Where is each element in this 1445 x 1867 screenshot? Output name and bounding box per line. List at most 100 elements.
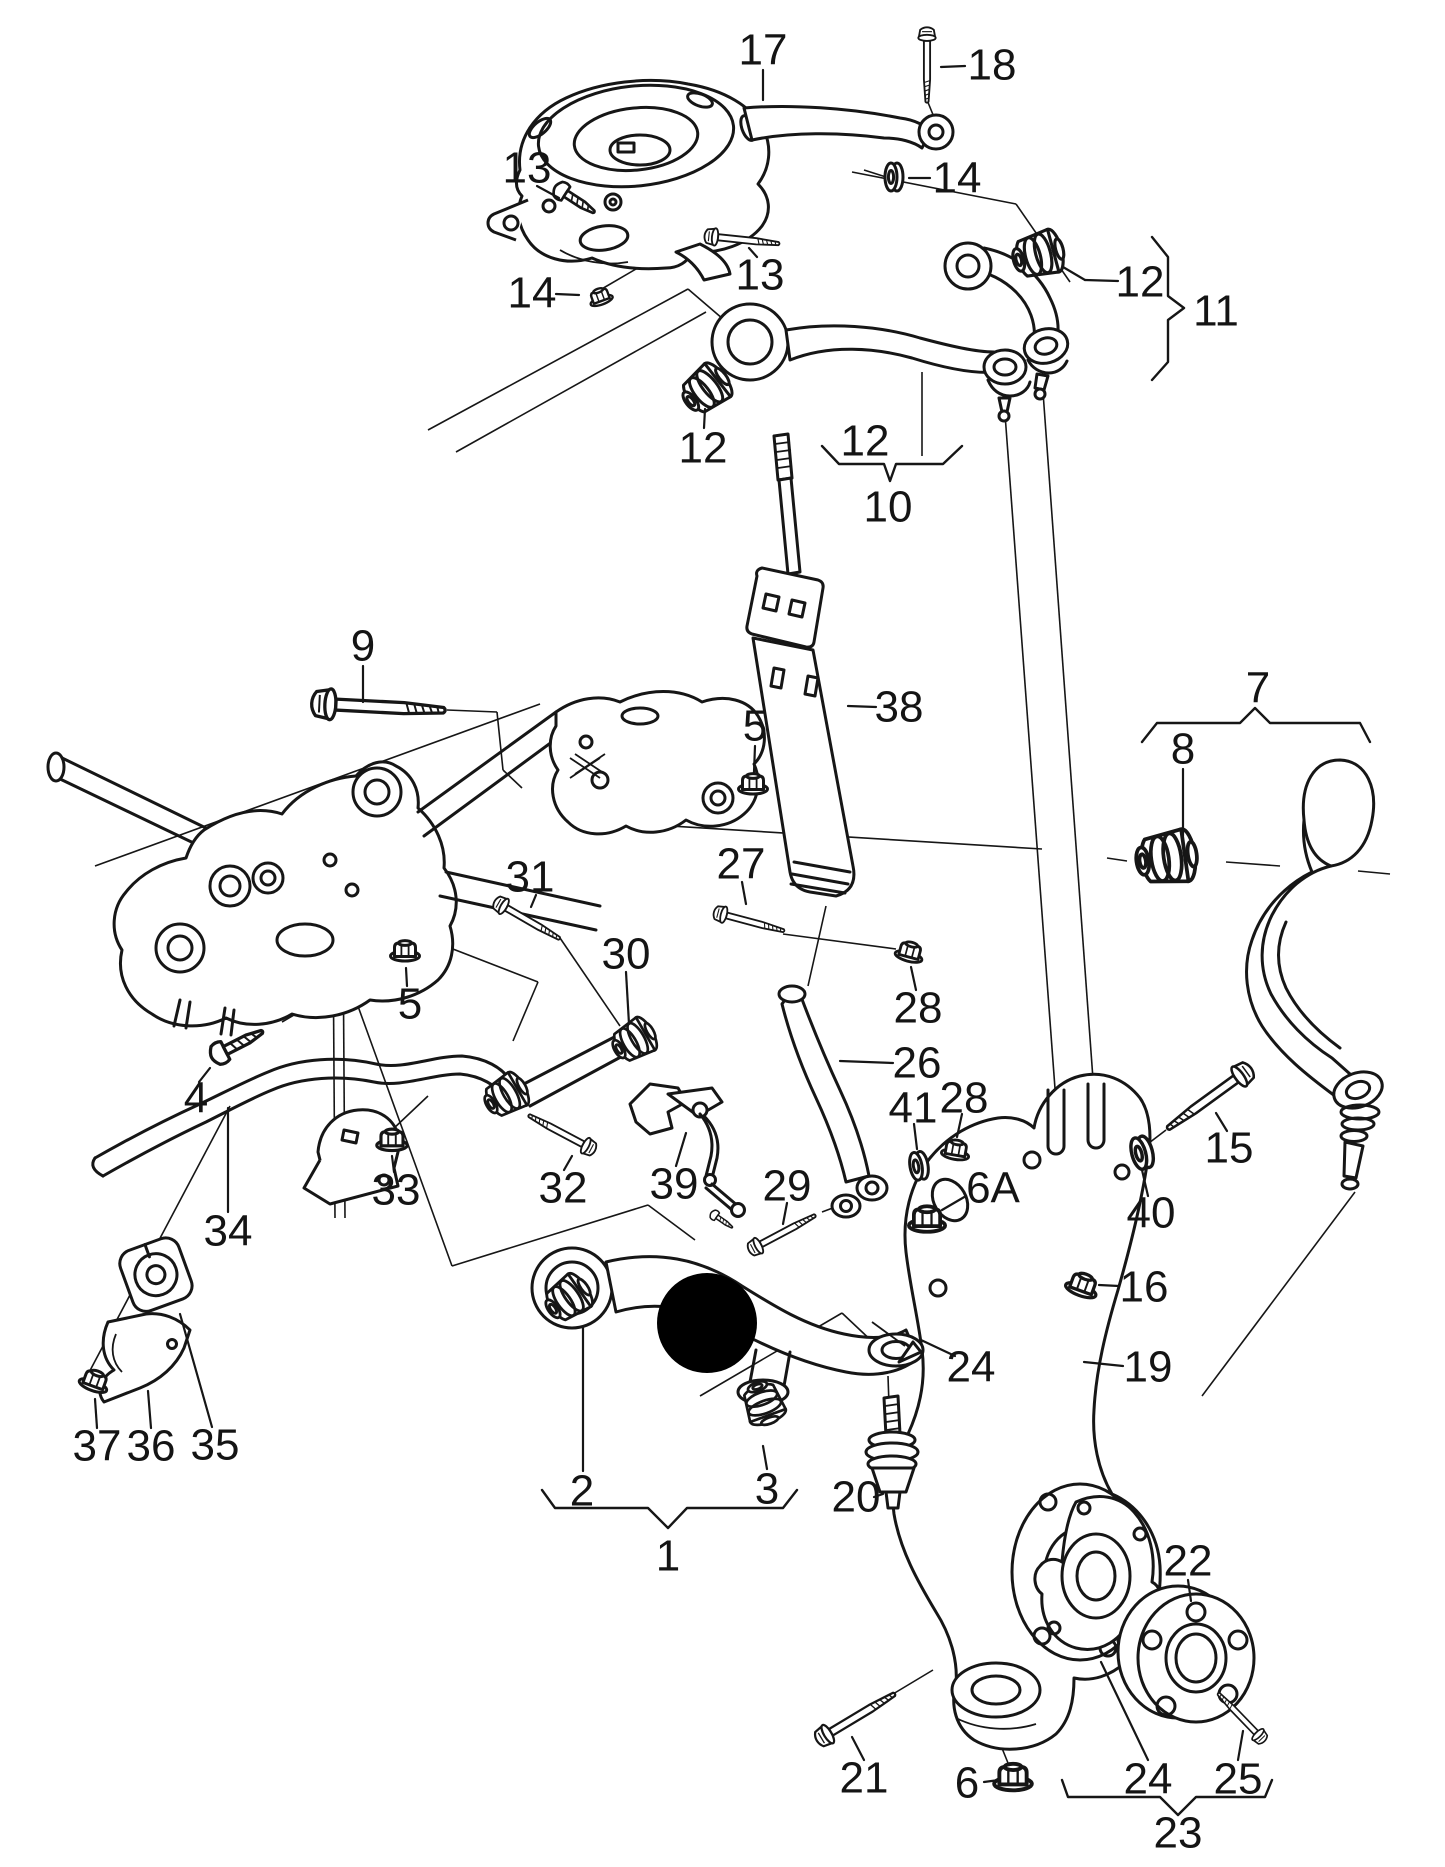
leader-40 bbox=[1140, 1168, 1150, 1198]
part-label-34: 34 bbox=[204, 1207, 253, 1256]
leader-16 bbox=[1097, 1283, 1121, 1288]
part-label-28-upper: 28 bbox=[894, 984, 943, 1033]
redaction-dot bbox=[657, 1273, 757, 1373]
part-label-22: 22 bbox=[1164, 1537, 1213, 1586]
group-1-bracket bbox=[540, 1488, 799, 1530]
leader-15 bbox=[1214, 1111, 1229, 1133]
bolt-18-icon bbox=[917, 26, 937, 104]
leader-lines bbox=[93, 64, 1245, 1784]
construction-line bbox=[427, 288, 689, 431]
construction-line bbox=[782, 933, 897, 950]
nut-5-upper-icon bbox=[737, 772, 769, 796]
washer-41-icon bbox=[906, 1148, 932, 1183]
construction-line bbox=[647, 1204, 696, 1241]
bolt-29-icon bbox=[743, 1206, 821, 1260]
construction-line bbox=[451, 1204, 649, 1267]
leader-21 bbox=[850, 1735, 866, 1762]
leader-6 bbox=[982, 1778, 1001, 1784]
part-label-6A: 6A bbox=[966, 1164, 1020, 1213]
group-10-bracket bbox=[820, 444, 964, 483]
leader-35 bbox=[178, 1312, 214, 1429]
part-label-41: 41 bbox=[889, 1084, 938, 1133]
part-label-35: 35 bbox=[191, 1421, 240, 1470]
construction-line bbox=[391, 1095, 429, 1131]
leader-13-top-center bbox=[747, 246, 759, 259]
part-label-13-top-left: 13 bbox=[503, 144, 552, 193]
upper-arm-front bbox=[710, 302, 1032, 423]
leader-38 bbox=[846, 704, 878, 709]
leader-28-lower bbox=[955, 1112, 964, 1139]
leader-25 bbox=[1236, 1729, 1245, 1762]
leader-29 bbox=[781, 1201, 789, 1226]
bolt-32-icon bbox=[523, 1106, 601, 1160]
wheel-hub bbox=[1116, 1584, 1256, 1724]
bolt-21-icon bbox=[810, 1683, 902, 1751]
leader-13-top-left bbox=[535, 184, 561, 200]
leader-6A bbox=[940, 1194, 968, 1212]
leader-5-upper bbox=[752, 744, 757, 774]
part-label-18: 18 bbox=[968, 41, 1017, 90]
part-label-32: 32 bbox=[539, 1164, 588, 1213]
leader-24-mid bbox=[919, 1338, 957, 1358]
part-label-5-lower: 5 bbox=[398, 980, 422, 1029]
group-11-bracket bbox=[1150, 235, 1186, 382]
lower-arm-rear bbox=[1245, 758, 1384, 1191]
leader-18 bbox=[939, 64, 967, 69]
part-label-10: 10 bbox=[864, 483, 913, 532]
part-label-3: 3 bbox=[755, 1465, 779, 1514]
nut-6A-icon bbox=[907, 1204, 947, 1234]
part-label-4: 4 bbox=[184, 1074, 208, 1123]
part-label-2: 2 bbox=[570, 1467, 594, 1516]
part-label-17: 17 bbox=[739, 26, 788, 75]
nut-14-left-icon bbox=[585, 283, 616, 310]
construction-line bbox=[1004, 413, 1061, 1157]
construction-line bbox=[892, 1669, 934, 1695]
part-label-14-top-left: 14 bbox=[508, 269, 557, 318]
leader-5-lower bbox=[404, 966, 409, 988]
construction-line bbox=[559, 937, 621, 1027]
part-label-6: 6 bbox=[955, 1759, 979, 1808]
part-label-13-top-center: 13 bbox=[736, 251, 785, 300]
leader-3 bbox=[761, 1444, 769, 1471]
stabilizer-bushing-and-clamp bbox=[98, 1236, 194, 1404]
guide-link bbox=[777, 984, 889, 1219]
leader-24-bottom bbox=[1099, 1660, 1150, 1762]
construction-line bbox=[341, 961, 453, 1267]
construction-line bbox=[1042, 391, 1099, 1149]
leader-36 bbox=[146, 1389, 153, 1430]
leader-19 bbox=[1082, 1360, 1125, 1368]
part-label-8: 8 bbox=[1171, 725, 1195, 774]
nut-5-lower-icon bbox=[389, 939, 421, 963]
part-label-36: 36 bbox=[127, 1422, 176, 1471]
part-label-9: 9 bbox=[351, 622, 375, 671]
part-label-20: 20 bbox=[832, 1473, 881, 1522]
group-brackets bbox=[540, 235, 1372, 1817]
leader-12-rear-bushing bbox=[1083, 278, 1120, 283]
part-label-15: 15 bbox=[1205, 1124, 1254, 1173]
construction-line bbox=[807, 905, 827, 987]
leader-28-upper bbox=[909, 965, 918, 992]
part-label-12-group: 12 bbox=[841, 417, 890, 466]
leader-31 bbox=[529, 893, 538, 909]
nut-33-icon bbox=[375, 1127, 409, 1153]
part-label-27: 27 bbox=[717, 840, 766, 889]
leader-14-top-left bbox=[554, 292, 581, 297]
part-label-40: 40 bbox=[1127, 1189, 1176, 1238]
part-label-33: 33 bbox=[372, 1166, 421, 1215]
part-label-39: 39 bbox=[650, 1160, 699, 1209]
leader-12-front-bushing bbox=[702, 407, 707, 430]
part-label-11: 11 bbox=[1193, 287, 1239, 336]
leader-4 bbox=[197, 1066, 212, 1084]
bolt-9-icon bbox=[309, 686, 448, 728]
upper-arm-rear bbox=[943, 241, 1070, 401]
leader-27 bbox=[740, 880, 748, 906]
leader-33 bbox=[390, 1154, 396, 1174]
level-sensor-linkage bbox=[628, 1082, 746, 1218]
strut-shock-absorber bbox=[745, 432, 856, 898]
leader-37 bbox=[93, 1397, 99, 1430]
leader-20 bbox=[872, 1492, 885, 1499]
part-label-21: 21 bbox=[840, 1754, 889, 1803]
